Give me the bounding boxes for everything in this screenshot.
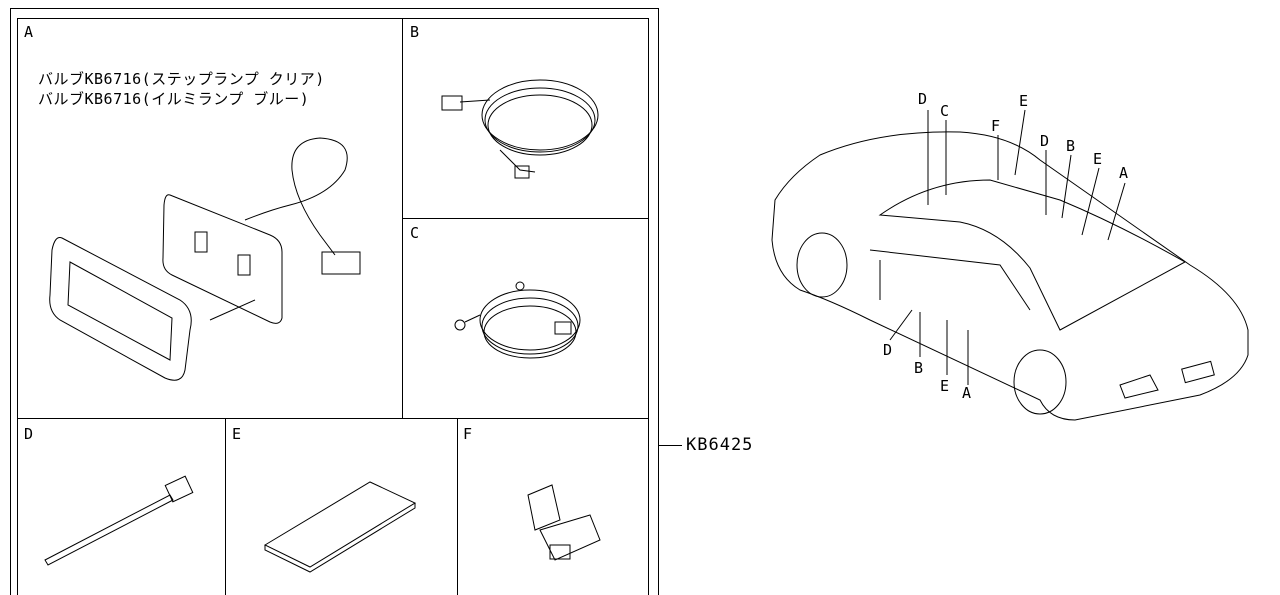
- callout-d: D: [918, 90, 928, 108]
- callout-c: C: [940, 102, 950, 120]
- kit-part-number: KB6425: [686, 435, 754, 455]
- adhesive-pad-drawing: [263, 481, 417, 573]
- step-lamp-drawing: [49, 137, 361, 381]
- splice-connector-drawing: [527, 484, 601, 561]
- callout-e: E: [940, 377, 950, 395]
- callout-f: F: [991, 117, 1001, 135]
- panel-c-label: C: [410, 224, 420, 242]
- callout-d: D: [1040, 132, 1050, 150]
- panel-b-label: B: [410, 23, 420, 41]
- callout-b: B: [914, 359, 924, 377]
- callout-e: E: [1019, 92, 1029, 110]
- cable-tie-drawing: [44, 475, 194, 566]
- inner-frame: [17, 18, 649, 595]
- callout-b: B: [1066, 137, 1076, 155]
- callout-a: A: [962, 384, 972, 402]
- panel-f-label: F: [463, 425, 473, 443]
- callout-d: D: [883, 341, 893, 359]
- outer-frame: [10, 8, 659, 595]
- panel-a-label: A: [24, 23, 34, 41]
- panel-d-label: D: [24, 425, 34, 443]
- callout-a: A: [1119, 164, 1129, 182]
- wire-harness-c-drawing: [454, 281, 581, 359]
- car-drawing: [771, 109, 1249, 421]
- callout-e: E: [1093, 150, 1103, 168]
- wire-harness-b-drawing: [441, 79, 599, 179]
- panel-e-label: E: [232, 425, 242, 443]
- bulb-note-1: バルブKB6716(ステップランプ クリア): [38, 70, 325, 88]
- bulb-note-2: バルブKB6716(イルミランプ ブルー): [38, 90, 310, 108]
